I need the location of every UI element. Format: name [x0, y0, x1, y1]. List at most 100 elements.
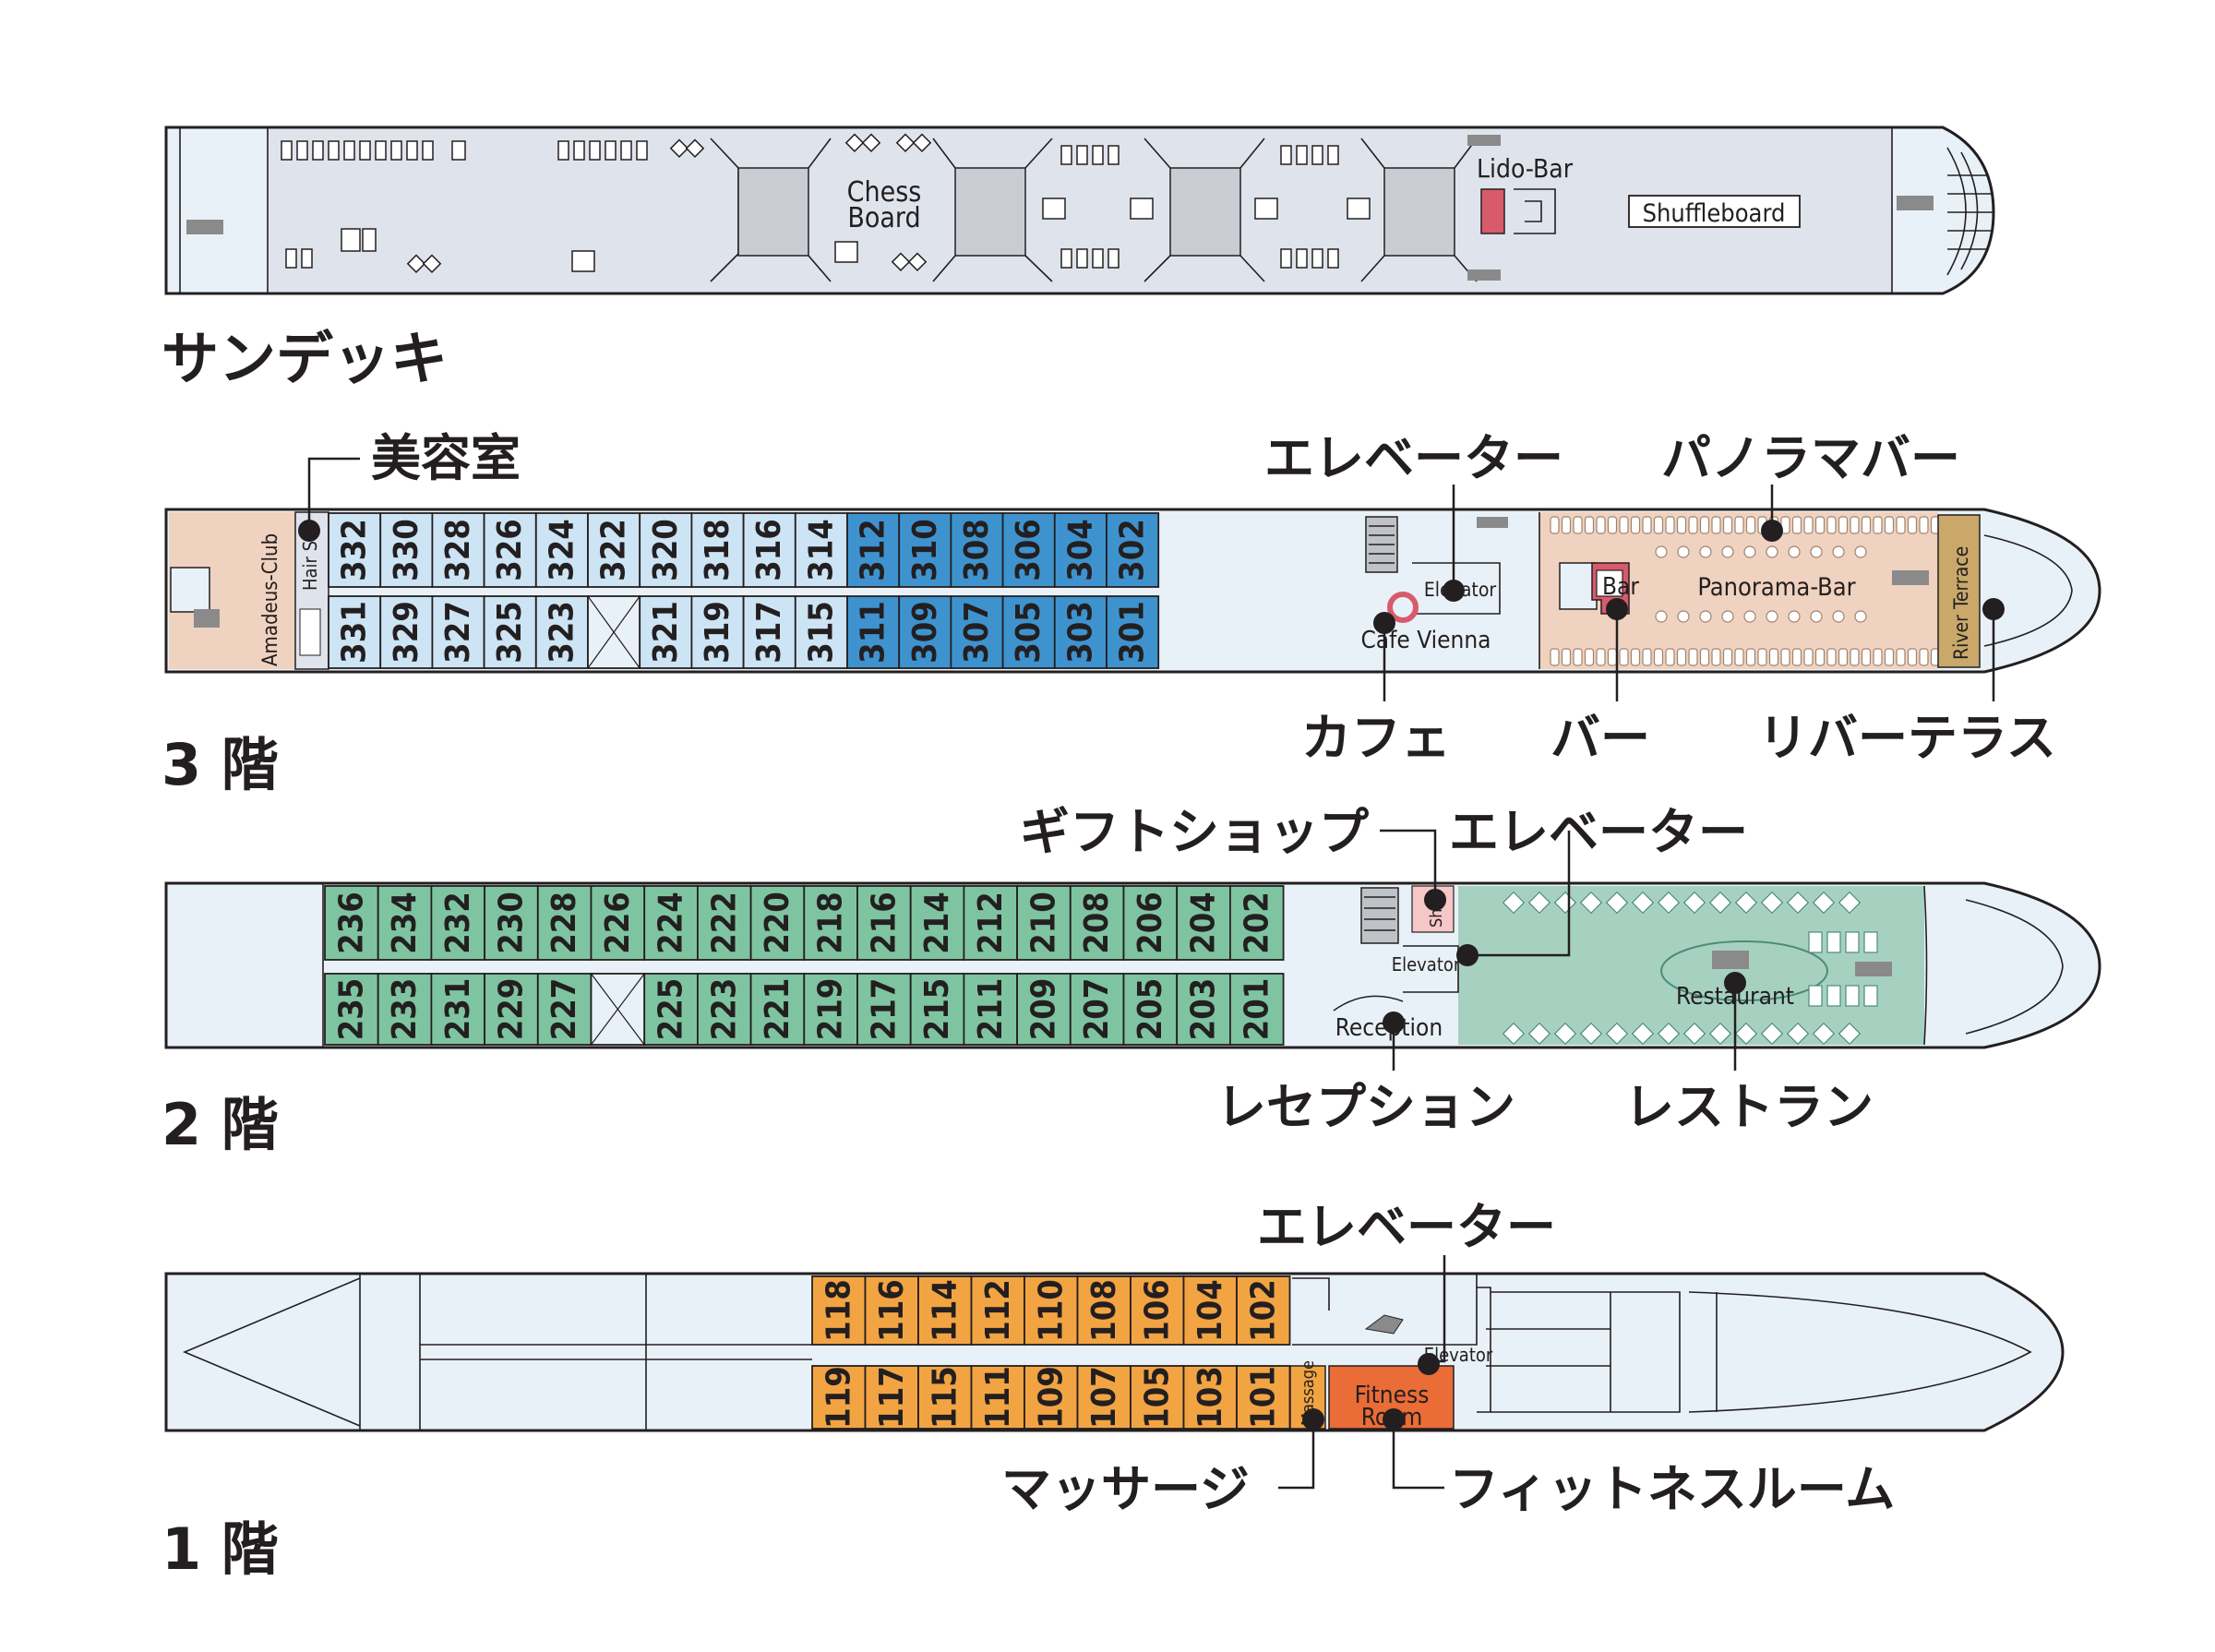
restaurant-table	[1657, 891, 1681, 915]
cabin	[1176, 973, 1231, 1046]
cabin	[1130, 1275, 1185, 1346]
lounge-table	[1810, 610, 1823, 623]
cabin	[379, 595, 434, 669]
cabin	[1076, 1275, 1131, 1346]
cabin	[963, 885, 1019, 961]
cabin-number: 212	[972, 892, 1010, 954]
cabin-number: 109	[1032, 1366, 1070, 1429]
restaurant-table	[1734, 891, 1758, 915]
lounge-seat	[1561, 516, 1572, 534]
cabin-number: 114	[926, 1279, 964, 1342]
lounge-table	[1699, 610, 1712, 623]
cabin-number: 312	[855, 519, 892, 581]
cabin	[749, 885, 806, 961]
restaurant-table	[1527, 1022, 1551, 1046]
restaurant-seat	[1863, 985, 1878, 1007]
cabin	[794, 512, 848, 588]
cabin-number: 225	[653, 978, 690, 1041]
cabin	[328, 512, 382, 588]
shuffleboard-label: Shuffleboard	[1643, 199, 1786, 228]
cabin-number: 215	[918, 978, 956, 1041]
lounge-seat	[1850, 648, 1860, 666]
lounge-seat	[1665, 648, 1675, 666]
cabin	[963, 973, 1019, 1046]
lounge-seat	[1699, 648, 1710, 666]
lounge-seat	[1838, 648, 1849, 666]
lounge-seat	[1630, 648, 1641, 666]
cabin-number: 227	[545, 978, 583, 1041]
cabin-number: 203	[1185, 978, 1223, 1041]
deck-2-title: 2 階	[162, 1091, 279, 1158]
lounge-seat	[1619, 516, 1629, 534]
restaurant-table	[1812, 1022, 1836, 1046]
lounge-seat	[1873, 516, 1883, 534]
restaurant-seat	[1826, 985, 1841, 1007]
cabin-number: 328	[439, 519, 477, 581]
cabin-number: 214	[918, 892, 956, 954]
restaurant-table	[1579, 891, 1603, 915]
callout-panorama-bar: パノラマバー	[1661, 429, 1960, 487]
cabin	[536, 973, 593, 1046]
cabin	[1229, 973, 1285, 1046]
lounge-seat	[1734, 516, 1744, 534]
lounge-seat	[1850, 516, 1860, 534]
river-terrace-area	[1937, 514, 1981, 668]
lounge-seat	[1573, 516, 1583, 534]
lounge-seat	[1745, 648, 1756, 666]
cabin-number: 329	[388, 601, 425, 664]
lounge-seat	[1884, 648, 1895, 666]
restaurant-table	[1657, 1022, 1681, 1046]
cabin	[1001, 595, 1056, 669]
restaurant-table	[1760, 891, 1784, 915]
cabin-number: 118	[820, 1279, 857, 1342]
lounge-seat	[1734, 648, 1744, 666]
sun-deck: Chess Board Lido-Bar Shuffleboard サンデッキ	[162, 126, 1995, 392]
callout-cafe: カフェ	[1301, 709, 1451, 767]
deck-chairs	[281, 140, 1339, 269]
sun-deck-title: サンデッキ	[162, 325, 448, 392]
lounge-seat	[1722, 648, 1733, 666]
lounge-seat	[1550, 648, 1560, 666]
cabin	[1069, 973, 1125, 1046]
cabin-number: 325	[491, 601, 529, 664]
cabin	[803, 885, 858, 961]
cabin	[898, 512, 952, 588]
cabin-number: 209	[1024, 978, 1062, 1041]
lounge-seat	[1803, 648, 1814, 666]
cabin-number: 210	[1024, 892, 1062, 954]
cabin	[1106, 595, 1160, 669]
cabin	[690, 595, 745, 669]
cabin	[534, 512, 589, 588]
lounge-seat	[1791, 648, 1802, 666]
cabin-number: 107	[1085, 1366, 1123, 1429]
cabin-number: 106	[1138, 1279, 1176, 1342]
lounge-seat	[1722, 516, 1733, 534]
restaurant-table	[1838, 891, 1862, 915]
cabin	[856, 973, 912, 1046]
sun-deck-modules	[710, 135, 1501, 282]
cabin-number: 221	[759, 978, 796, 1041]
restaurant-seat	[1863, 931, 1878, 953]
lounge-seat	[1711, 648, 1721, 666]
cabin	[639, 512, 693, 588]
cabin	[534, 595, 589, 669]
cabin	[1069, 885, 1125, 961]
cabin	[856, 885, 912, 961]
cabin-number: 332	[336, 519, 374, 581]
cabin	[742, 595, 796, 669]
cabin	[749, 973, 806, 1046]
cabin	[690, 512, 745, 588]
lounge-seat	[1826, 516, 1837, 534]
panorama-bar-label: Panorama-Bar	[1697, 573, 1855, 602]
lounge-seat	[1550, 516, 1560, 534]
cabin-number: 319	[699, 601, 736, 664]
lounge-seat	[1768, 648, 1779, 666]
restaurant-table	[1734, 1022, 1758, 1046]
cabin	[643, 885, 699, 961]
cabin-number: 330	[388, 519, 425, 581]
lounge-seat	[1688, 648, 1698, 666]
fitness-room	[1328, 1365, 1455, 1430]
cabin-number: 218	[812, 892, 850, 954]
